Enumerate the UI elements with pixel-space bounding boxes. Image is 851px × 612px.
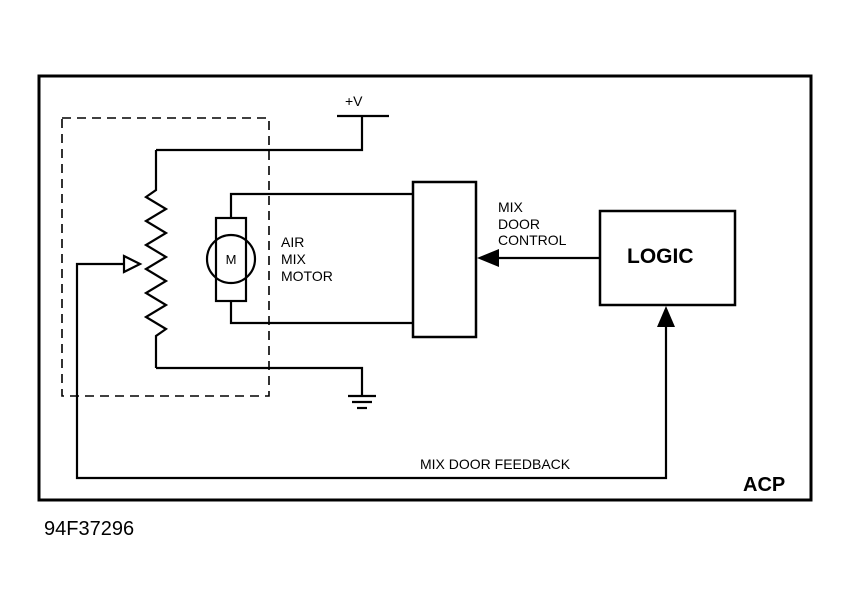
actuator-dashed-boundary	[61, 117, 270, 397]
feedback-label: MIX DOOR FEEDBACK	[420, 456, 571, 472]
logic-label: LOGIC	[627, 245, 694, 268]
feedback-arrow-icon	[657, 306, 675, 327]
mix-door-control-arrow-icon	[477, 249, 499, 267]
wiper-arrow-icon	[122, 254, 143, 274]
logic-box	[598, 209, 737, 307]
motor-driver-box	[411, 180, 478, 339]
figure-id: 94F37296	[44, 518, 134, 540]
feedback-wire	[75, 262, 668, 480]
motor-letter: M	[226, 252, 237, 267]
ground-wire	[156, 366, 364, 396]
ground-icon	[348, 394, 376, 410]
module-label: ACP	[743, 474, 785, 496]
motor-label-line3: MOTOR	[281, 268, 333, 284]
supply-label: +V	[345, 93, 363, 109]
motor-wire-top	[229, 192, 413, 218]
motor-label-line2: MIX	[281, 251, 307, 267]
acp-frame	[37, 74, 813, 502]
supply-wire	[156, 116, 364, 152]
control-label-line1: MIX	[498, 199, 524, 215]
motor-wire-bottom	[229, 301, 413, 325]
motor-icon	[205, 216, 257, 303]
potentiometer-resistor	[143, 150, 169, 368]
motor-label-line1: AIR	[281, 234, 304, 250]
control-label-line2: DOOR	[498, 216, 540, 232]
control-label-line3: CONTROL	[498, 232, 567, 248]
